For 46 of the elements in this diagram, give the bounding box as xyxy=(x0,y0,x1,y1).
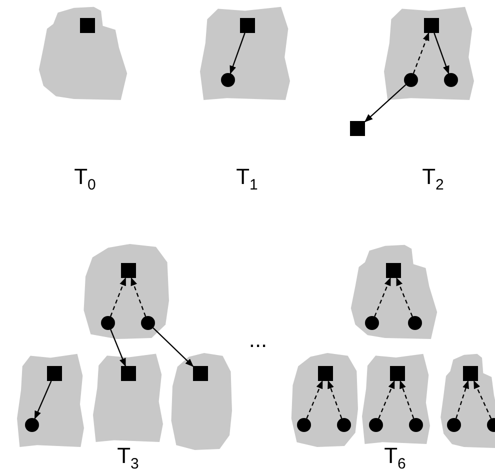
arrow xyxy=(230,32,246,74)
region-blob xyxy=(82,243,169,339)
region-blob xyxy=(384,5,474,100)
arrow xyxy=(364,84,406,122)
arrow xyxy=(130,277,146,317)
square-node xyxy=(386,263,401,278)
arrow xyxy=(412,32,430,74)
region-blob xyxy=(38,5,128,100)
square-node xyxy=(390,366,405,381)
square-node xyxy=(463,366,478,381)
arrow xyxy=(400,380,414,419)
arrow xyxy=(328,380,342,419)
arrow xyxy=(456,380,469,419)
region-blob xyxy=(290,352,358,447)
arrow xyxy=(110,329,126,367)
region-blob xyxy=(362,352,430,444)
arrow xyxy=(378,380,395,419)
square-node xyxy=(424,18,439,33)
region-blob xyxy=(440,352,495,448)
square-node xyxy=(240,18,255,33)
region-blob xyxy=(350,243,438,339)
text-label: T$_{1}$ xyxy=(236,165,258,196)
square-node xyxy=(47,366,62,381)
square-node xyxy=(121,263,136,278)
text-label: T$_{2}$ xyxy=(422,165,444,196)
region-blob xyxy=(17,352,84,447)
text-label: ... xyxy=(248,328,268,352)
arrow xyxy=(473,380,492,419)
text-label: T$_{0}$ xyxy=(74,165,96,196)
square-node xyxy=(318,366,333,381)
arrow xyxy=(374,277,391,317)
region-blob xyxy=(200,5,290,100)
arrow xyxy=(110,277,126,317)
square-node xyxy=(350,121,365,136)
region-blob xyxy=(170,352,232,450)
arrow xyxy=(396,277,413,317)
arrow xyxy=(434,32,450,74)
square-node xyxy=(80,18,95,33)
arrow xyxy=(152,327,194,367)
text-label: T$_{3}$ xyxy=(117,444,139,474)
arrow xyxy=(34,380,52,420)
text-label: T$_{6}$ xyxy=(384,444,406,474)
square-node xyxy=(193,366,208,381)
arrow xyxy=(306,380,323,419)
region-blob xyxy=(93,352,163,442)
square-node xyxy=(121,366,136,381)
